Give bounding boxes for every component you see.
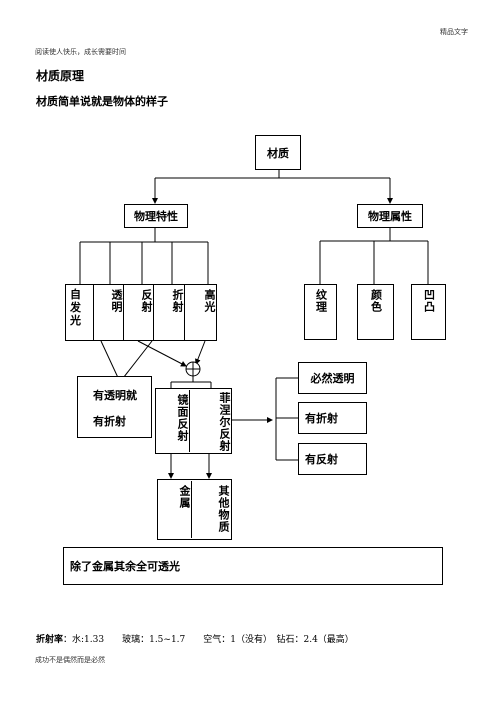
transparent-refraction-note: 有透明就 有折射 <box>77 376 152 438</box>
trait-highlight: 高光 <box>203 289 216 313</box>
material-other: 其他物质 <box>217 485 230 533</box>
page-title: 材质原理 <box>36 69 85 83</box>
traits-group <box>65 284 217 341</box>
attribute-color: 颜色 <box>357 284 394 340</box>
refraction-values: ：水:1.33 玻璃：1.5~1.7 空气：1（没有） 钻石：2.4（最高） <box>63 635 354 645</box>
attribute-bump: 凹凸 <box>411 284 446 340</box>
header-right-text: 精品文字 <box>440 28 468 36</box>
result-always-transparent: 必然透明 <box>298 362 367 394</box>
fresnel-reflection: 菲涅尔反射 <box>218 392 231 452</box>
result-has-reflection: 有反射 <box>298 443 367 475</box>
material-metal: 金属 <box>160 481 192 538</box>
trait-self-illumination: 自发光 <box>66 285 94 340</box>
attribute-texture: 纹理 <box>304 284 337 340</box>
trait-refraction: 折射 <box>154 285 185 340</box>
page-subtitle: 材质简单说就是物体的样子 <box>36 95 168 108</box>
refraction-index-line: 折射率：水:1.33 玻璃：1.5~1.7 空气：1（没有） 钻石：2.4（最高… <box>36 632 354 645</box>
conclusion-box: 除了金属其余全可透光 <box>63 547 443 585</box>
refraction-label: 折射率 <box>36 635 64 645</box>
mirror-reflection: 镜面反射 <box>160 390 190 452</box>
physical-traits-box: 物理特性 <box>124 204 188 228</box>
reflection-types-box <box>155 388 232 454</box>
physical-attributes-box: 物理属性 <box>357 204 423 228</box>
result-has-refraction: 有折射 <box>298 402 367 434</box>
materials-box <box>157 479 232 540</box>
material-root-box: 材质 <box>255 135 301 170</box>
header-left-text: 阅读使人快乐，成长需要时间 <box>35 48 126 56</box>
trait-transparency: 透明 <box>94 285 124 340</box>
footer-text: 成功不是偶然而是必然 <box>35 656 105 664</box>
trait-reflection: 反射 <box>124 285 154 340</box>
